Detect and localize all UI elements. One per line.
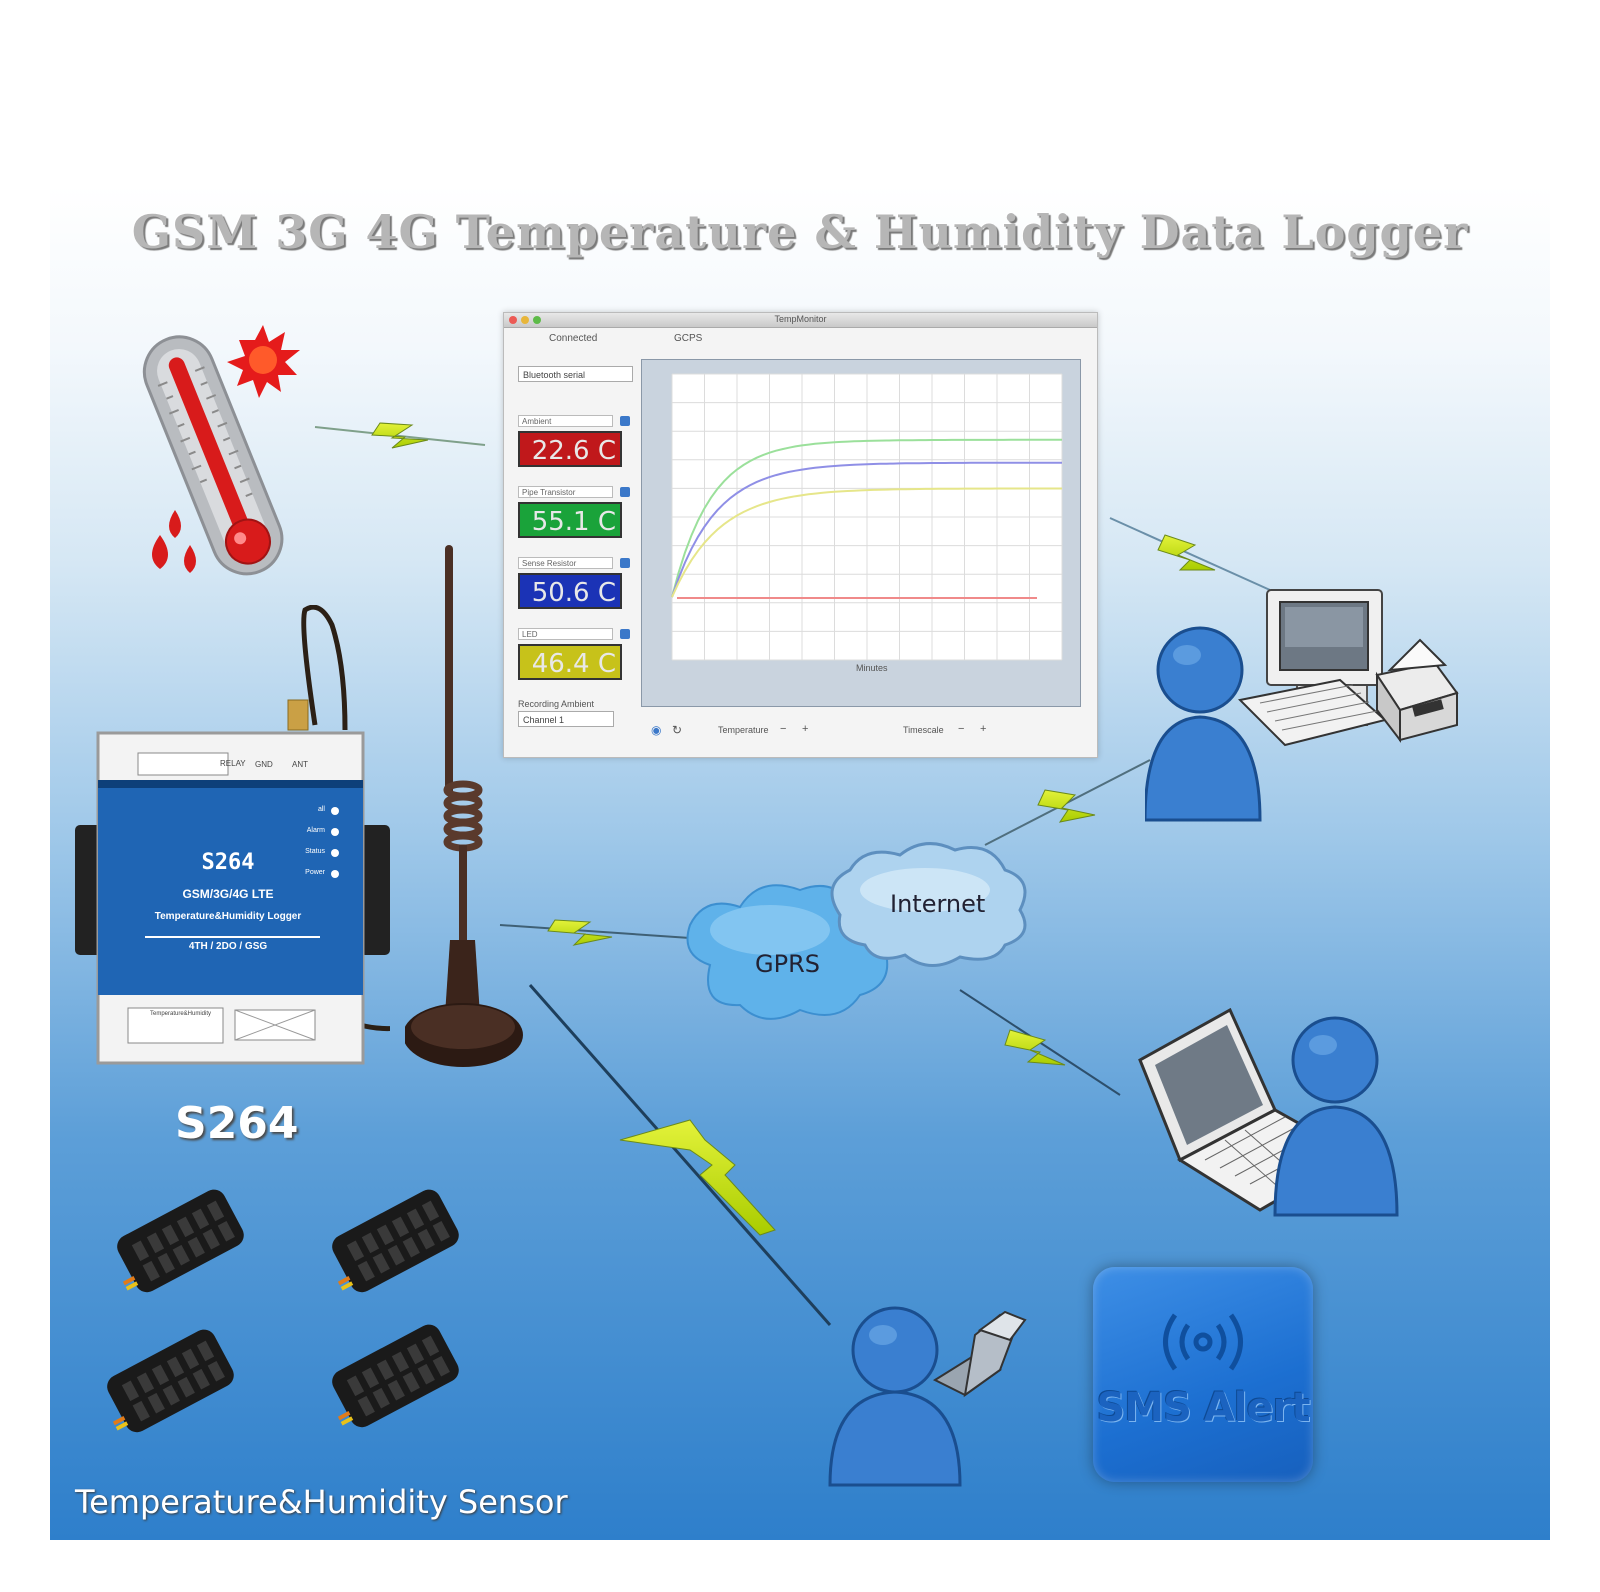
person-icon bbox=[828, 1306, 962, 1487]
device-line3: 4TH / 2DO / GSG bbox=[188, 941, 268, 952]
reading-ambient: 22.6 C bbox=[518, 431, 622, 467]
timescale-minus-button[interactable]: − bbox=[958, 723, 965, 735]
network-clouds bbox=[686, 842, 1027, 1020]
close-icon[interactable] bbox=[509, 316, 517, 324]
channel-name-ambient[interactable]: Ambient bbox=[518, 415, 613, 427]
device-model: S264 bbox=[201, 850, 255, 875]
sensor-icon bbox=[107, 1329, 234, 1433]
window-title-bar: TempMonitor bbox=[504, 313, 1097, 328]
tab-gcps[interactable]: GCPS bbox=[674, 333, 703, 344]
temperature-plus-button[interactable]: + bbox=[802, 723, 809, 735]
port-select[interactable]: Bluetooth serial bbox=[518, 366, 633, 382]
sensor-label: Temperature&Humidity Sensor bbox=[75, 1483, 568, 1521]
mobile-user bbox=[828, 1306, 1027, 1487]
reading-sense-resistor: 50.6 C bbox=[518, 573, 622, 609]
sensor-group bbox=[107, 1189, 459, 1433]
temperature-label: Temperature bbox=[718, 725, 769, 735]
sensor-icon bbox=[332, 1324, 459, 1428]
device-bottom-label: Temperature&Humidity bbox=[150, 1011, 212, 1017]
link-internet-desktop bbox=[984, 759, 1151, 846]
channel-checkbox-sense[interactable] bbox=[620, 558, 630, 568]
minimize-icon[interactable] bbox=[521, 316, 529, 324]
link-device-phone bbox=[528, 984, 832, 1326]
mobile-phone-icon bbox=[932, 1310, 1027, 1398]
temperature-minus-button[interactable]: − bbox=[780, 723, 787, 735]
gprs-label: GPRS bbox=[755, 950, 820, 978]
channel-checkbox-ambient[interactable] bbox=[620, 416, 630, 426]
wireless-signal-icon bbox=[1163, 1313, 1243, 1371]
channel-name-led[interactable]: LED bbox=[518, 628, 613, 640]
device-relay-label: RELAY bbox=[220, 759, 246, 768]
link-software-desktop bbox=[1109, 517, 1271, 591]
device-led-label: all bbox=[317, 806, 325, 813]
s264-device: RELAY GND ANT all Alarm Status Power S26… bbox=[70, 605, 390, 1095]
s264-device-illustration bbox=[75, 605, 390, 1065]
channel-name-sense[interactable]: Sense Resistor bbox=[518, 557, 613, 569]
maximize-icon[interactable] bbox=[533, 316, 541, 324]
sensor-icon bbox=[117, 1189, 244, 1293]
device-label: S264 bbox=[175, 1098, 299, 1149]
person-icon bbox=[1273, 1016, 1399, 1217]
laptop-icon bbox=[1138, 1007, 1359, 1212]
link-internet-laptop bbox=[959, 989, 1121, 1096]
temperature-plot bbox=[641, 359, 1081, 707]
plot-x-axis-label: Minutes bbox=[856, 663, 888, 673]
person-icon bbox=[1145, 626, 1262, 822]
link-thermometer-software bbox=[314, 422, 486, 449]
plot-series-line bbox=[671, 487, 1062, 598]
channel-checkbox-led[interactable] bbox=[620, 629, 630, 639]
thermometer-icon bbox=[142, 325, 300, 576]
channel-checkbox-pipe[interactable] bbox=[620, 487, 630, 497]
recording-channel-select[interactable]: Channel 1 bbox=[518, 711, 614, 727]
internet-cloud bbox=[830, 842, 1027, 967]
record-icon[interactable]: ◉ bbox=[651, 723, 662, 737]
page-title: GSM 3G 4G Temperature & Humidity Data Lo… bbox=[131, 205, 1469, 259]
device-line2: Temperature&Humidity Logger bbox=[154, 911, 302, 922]
monitoring-software-window: TempMonitor Connected GCPS Bluetooth ser… bbox=[503, 312, 1098, 758]
window-title: TempMonitor bbox=[774, 314, 827, 324]
device-led-label: Status bbox=[305, 848, 325, 855]
device-line1: GSM/3G/4G LTE bbox=[182, 887, 274, 901]
desktop-workstation bbox=[1145, 589, 1459, 822]
device-led-label: Alarm bbox=[306, 827, 325, 834]
antenna-icon bbox=[405, 545, 523, 1067]
timescale-label: Timescale bbox=[903, 725, 944, 735]
device-led-label: Power bbox=[305, 869, 325, 876]
channel-name-pipe[interactable]: Pipe Transistor bbox=[518, 486, 613, 498]
timescale-plus-button[interactable]: + bbox=[980, 723, 987, 735]
reading-led: 46.4 C bbox=[518, 644, 622, 680]
recording-label: Recording Ambient bbox=[518, 699, 595, 709]
sms-alert-icon: SMS Alert bbox=[1093, 1267, 1313, 1482]
printer-icon bbox=[1375, 638, 1459, 743]
device-ant-label: ANT bbox=[292, 760, 308, 769]
desktop-computer-icon bbox=[1237, 589, 1388, 747]
laptop-workstation bbox=[1138, 1007, 1399, 1217]
tab-connected[interactable]: Connected bbox=[549, 333, 598, 344]
sensor-icon bbox=[332, 1189, 459, 1293]
refresh-icon[interactable]: ↻ bbox=[672, 723, 683, 737]
sms-alert-label: SMS Alert bbox=[1096, 1385, 1311, 1431]
device-gnd-label: GND bbox=[255, 760, 273, 769]
temperature-plot-canvas bbox=[671, 373, 1063, 661]
reading-pipe-transistor: 55.1 C bbox=[518, 502, 622, 538]
link-device-gprs bbox=[499, 919, 691, 946]
internet-label: Internet bbox=[890, 890, 986, 918]
plot-series-line bbox=[671, 461, 1062, 598]
plot-series-line bbox=[671, 438, 1062, 598]
gprs-cloud bbox=[686, 884, 889, 1020]
